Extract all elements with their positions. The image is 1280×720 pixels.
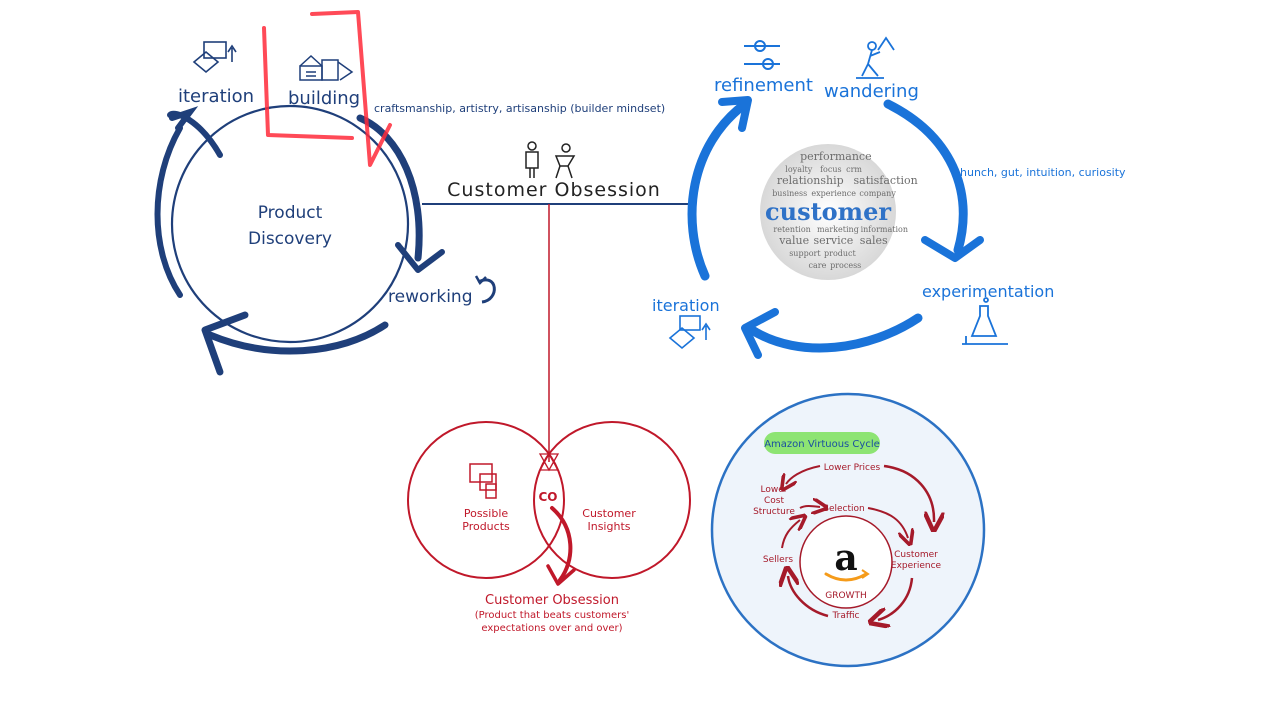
amazon-arrow-3 xyxy=(878,577,914,620)
venn-caption-title: Customer Obsession xyxy=(485,593,619,608)
amazon-arrow-7 xyxy=(867,507,908,538)
amazon-smile-icon xyxy=(824,572,868,582)
amazon-smile-arrow xyxy=(861,569,870,579)
word-cloud-word: relationship xyxy=(777,174,844,187)
right-cycle-arrowhead-left xyxy=(718,96,752,132)
right-stage-iteration: iteration xyxy=(652,296,720,315)
venn-products-line1: Possible xyxy=(464,507,509,520)
right-cycle-arrowhead-bottom xyxy=(741,308,779,359)
word-cloud-word: sales xyxy=(860,234,888,247)
word-cloud-word: value xyxy=(778,234,809,247)
amazon-cycle-title: Amazon Virtuous Cycle xyxy=(764,439,880,450)
word-cloud-word: experience xyxy=(811,189,856,198)
word-cloud-word: product xyxy=(824,249,857,258)
venn-arrow xyxy=(550,506,573,582)
left-cycle-arrowhead-bottom xyxy=(201,311,249,376)
iteration-icon xyxy=(192,41,237,74)
amazon-lower-cost-line3: Structure xyxy=(753,507,795,517)
sliders-icon xyxy=(744,40,780,70)
amazon-customer-experience-line2: Experience xyxy=(891,561,942,571)
customer-obsession-title: Customer Obsession xyxy=(447,179,661,201)
word-cloud-word: crm xyxy=(846,165,862,174)
product-discovery-cycle: Product Discovery iteration building rew… xyxy=(154,41,665,376)
amazon-selection: Selection xyxy=(823,504,864,514)
word-cloud-word: support xyxy=(789,249,821,258)
word-cloud-word: care xyxy=(809,261,827,270)
venn-caption-line1: (Product that beats customers' xyxy=(475,610,630,621)
left-cycle-arc-bottom xyxy=(206,321,389,355)
products-icon xyxy=(469,463,497,499)
word-cloud-word: loyalty xyxy=(785,165,812,174)
venn-products-line2: Products xyxy=(462,520,510,533)
product-discovery-ring xyxy=(170,104,410,344)
building-icon xyxy=(299,54,354,81)
amazon-lower-cost-line1: Lower xyxy=(761,485,788,495)
left-stage-iteration: iteration xyxy=(178,86,254,107)
customer-obsession-center: Customer Obsession xyxy=(422,141,690,462)
people-icon xyxy=(525,141,576,179)
right-cycle-arc-left xyxy=(687,99,750,281)
amazon-lower-prices: Lower Prices xyxy=(824,463,881,473)
venn-insights-line2: Insights xyxy=(587,520,630,533)
amazon-arrow-2 xyxy=(883,464,934,522)
word-cloud-word: service xyxy=(814,234,854,247)
rework-swirl-arrowhead xyxy=(474,275,487,286)
amazon-traffic: Traffic xyxy=(831,611,859,621)
right-cycle-arrowhead-right xyxy=(921,236,984,262)
right-cycle-arc-right xyxy=(883,99,968,255)
word-cloud-main-word: customer xyxy=(765,197,891,226)
amazon-customer-experience-line1: Customer xyxy=(894,550,938,560)
venn-arrowhead xyxy=(546,564,576,586)
venn-caption-line2: expectations over and over) xyxy=(481,623,622,634)
venn-insights-line1: Customer xyxy=(582,507,636,520)
left-cycle-arc-top xyxy=(167,110,223,158)
right-cycle-arc-bottom xyxy=(747,313,923,353)
amazon-title-highlight xyxy=(764,432,880,454)
amazon-sellers: Sellers xyxy=(763,555,793,565)
word-cloud-word: business xyxy=(772,189,807,198)
word-cloud-word: performance xyxy=(800,150,872,163)
hiker-icon xyxy=(856,36,895,79)
amazon-growth-circle xyxy=(799,515,893,609)
iteration-icon-right xyxy=(668,315,711,350)
word-cloud-word: information xyxy=(861,225,908,234)
left-cycle-arc-right xyxy=(356,114,423,262)
word-cloud-word: retention xyxy=(773,225,810,234)
word-cloud-word: satisfaction xyxy=(854,174,918,187)
left-stage-building: building xyxy=(288,88,360,109)
right-stage-wandering: wandering xyxy=(824,81,919,102)
amazon-lower-cost-line2: Cost xyxy=(764,496,784,506)
left-cycle-arc-left xyxy=(154,125,183,298)
product-discovery-label-line2: Discovery xyxy=(248,229,332,249)
amazon-growth-label: GROWTH xyxy=(825,591,866,601)
left-cycle-arrowhead-top xyxy=(169,106,199,131)
amazon-virtuous-cycle: Amazon Virtuous Cycle a GROWTH Lower Pri… xyxy=(710,392,986,668)
discovery-cycle-right: refinement wandering experimentation ite… xyxy=(652,36,1126,359)
product-discovery-label-line1: Product xyxy=(258,203,323,223)
customer-obsession-venn: Possible Products Customer Insights CO C… xyxy=(407,421,691,634)
right-stage-refinement: refinement xyxy=(714,75,813,96)
amazon-arrow-1 xyxy=(786,465,821,484)
amazon-arrow-6 xyxy=(799,506,820,508)
venn-circle-products xyxy=(407,421,565,579)
left-stage-reworking: reworking xyxy=(388,287,473,307)
venn-circle-insights xyxy=(533,421,691,579)
venn-overlap-label: CO xyxy=(538,490,557,504)
venn-star-icon xyxy=(538,452,560,472)
amazon-arrow-5 xyxy=(781,520,800,549)
left-cycle-arrowhead-right xyxy=(395,242,445,273)
wandering-note: hunch, gut, intuition, curiosity xyxy=(960,166,1126,179)
flask-icon xyxy=(962,297,1008,345)
amazon-logo-letter: a xyxy=(834,537,857,579)
word-cloud-word: process xyxy=(830,261,861,270)
amazon-arrow-4 xyxy=(788,576,829,618)
word-cloud-word: focus xyxy=(820,165,842,174)
right-stage-experimentation: experimentation xyxy=(922,282,1054,301)
building-note: craftsmanship, artistry, artisanship (bu… xyxy=(374,102,665,115)
word-cloud-word: company xyxy=(859,189,896,198)
red-highlight-scribble xyxy=(262,10,392,167)
word-cloud-word: marketing xyxy=(817,225,859,234)
